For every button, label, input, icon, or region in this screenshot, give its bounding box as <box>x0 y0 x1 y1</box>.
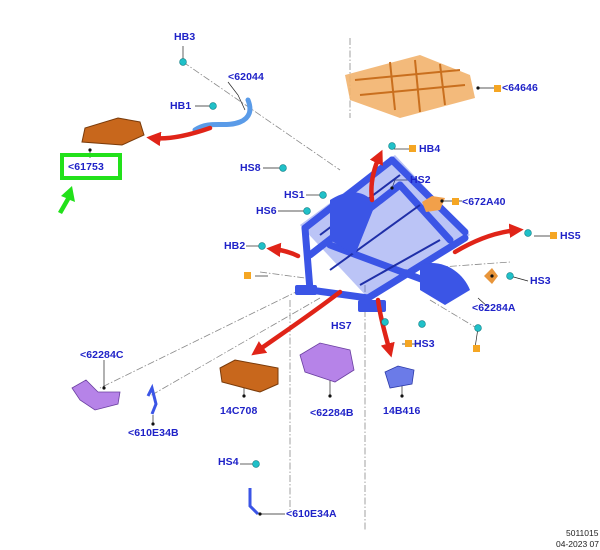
fasteners <box>179 58 532 468</box>
label-62284a: <62284A <box>472 302 516 314</box>
leader-lines <box>89 46 552 515</box>
label-hb2: HB2 <box>224 240 246 252</box>
label-14c708: 14C708 <box>220 405 258 417</box>
label-hs8: HS8 <box>240 162 261 174</box>
label-hs4: HS4 <box>218 456 239 468</box>
label-hb3: HB3 <box>174 31 196 43</box>
orange-markers <box>244 85 557 352</box>
label-64646: <64646 <box>502 82 538 94</box>
label-hs1: HS1 <box>284 189 305 201</box>
label-hb1: HB1 <box>170 100 192 112</box>
label-62284c: <62284C <box>80 349 124 361</box>
label-hs5: HS5 <box>560 230 581 242</box>
part-62284c-trim <box>71 379 121 411</box>
label-hs2: HS2 <box>410 174 431 186</box>
part-672a40-bracket <box>422 196 445 212</box>
part-14c708-module <box>219 359 279 393</box>
label-hs3-right: HS3 <box>530 275 551 287</box>
highlight-box <box>60 153 122 180</box>
part-14b416-motor <box>384 365 415 389</box>
reference-date: 04-2023 07 <box>556 539 600 549</box>
label-610e34b: <610E34B <box>128 427 179 439</box>
label-62044: <62044 <box>228 71 264 83</box>
leader-dots <box>88 86 494 516</box>
label-62284b: <62284B <box>310 407 354 419</box>
part-62284b-trim <box>299 342 355 383</box>
part-61753-cover <box>81 117 145 146</box>
part-610e34b-bracket <box>146 383 158 415</box>
label-hs3-center: HS3 <box>414 338 435 350</box>
reference-number: 5011015 <box>566 528 599 538</box>
highlight-pointer-arrow <box>58 186 75 214</box>
label-610e34a: <610E34A <box>286 508 337 520</box>
label-61753: <61753 <box>68 161 104 173</box>
label-hs6: HS6 <box>256 205 277 217</box>
label-hb4: HB4 <box>419 143 441 155</box>
label-hs7: HS7 <box>331 320 352 332</box>
part-64646-harness-tray <box>345 55 475 118</box>
part-62044-harness <box>192 97 253 133</box>
label-14b416: 14B416 <box>383 405 421 417</box>
part-610e34a-bracket <box>248 488 260 516</box>
label-672a40: <672A40 <box>462 196 506 208</box>
seat-frame <box>295 155 470 312</box>
